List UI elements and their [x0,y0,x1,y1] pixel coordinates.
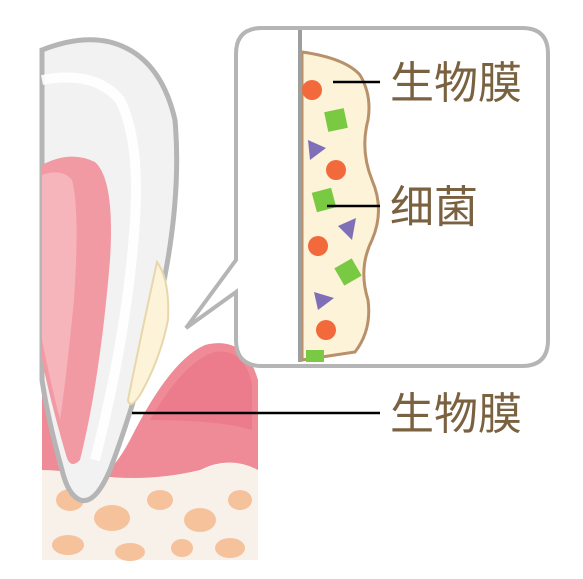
inset-bacteria-label: 细菌 [390,182,478,233]
bacteria [302,80,362,362]
bacteria-circle-icon [326,160,346,180]
inset-biofilm-label: 生物膜 [390,58,522,109]
tooth-biofilm-label: 生物膜 [390,389,522,440]
tooth [39,37,180,504]
bacteria-circle-icon [316,320,336,340]
bacteria-triangle-icon [308,140,326,160]
bacteria-square-icon [324,108,348,132]
bacteria-square-icon [334,258,362,286]
bacteria-triangle-icon [338,218,356,240]
tooth-biofilm [126,259,170,405]
bacteria-square-icon [306,350,324,362]
bacteria-circle-icon [302,80,322,100]
leader-lines [132,80,380,415]
bacteria-triangle-icon [314,292,334,310]
bacteria-circle-icon [308,236,328,256]
